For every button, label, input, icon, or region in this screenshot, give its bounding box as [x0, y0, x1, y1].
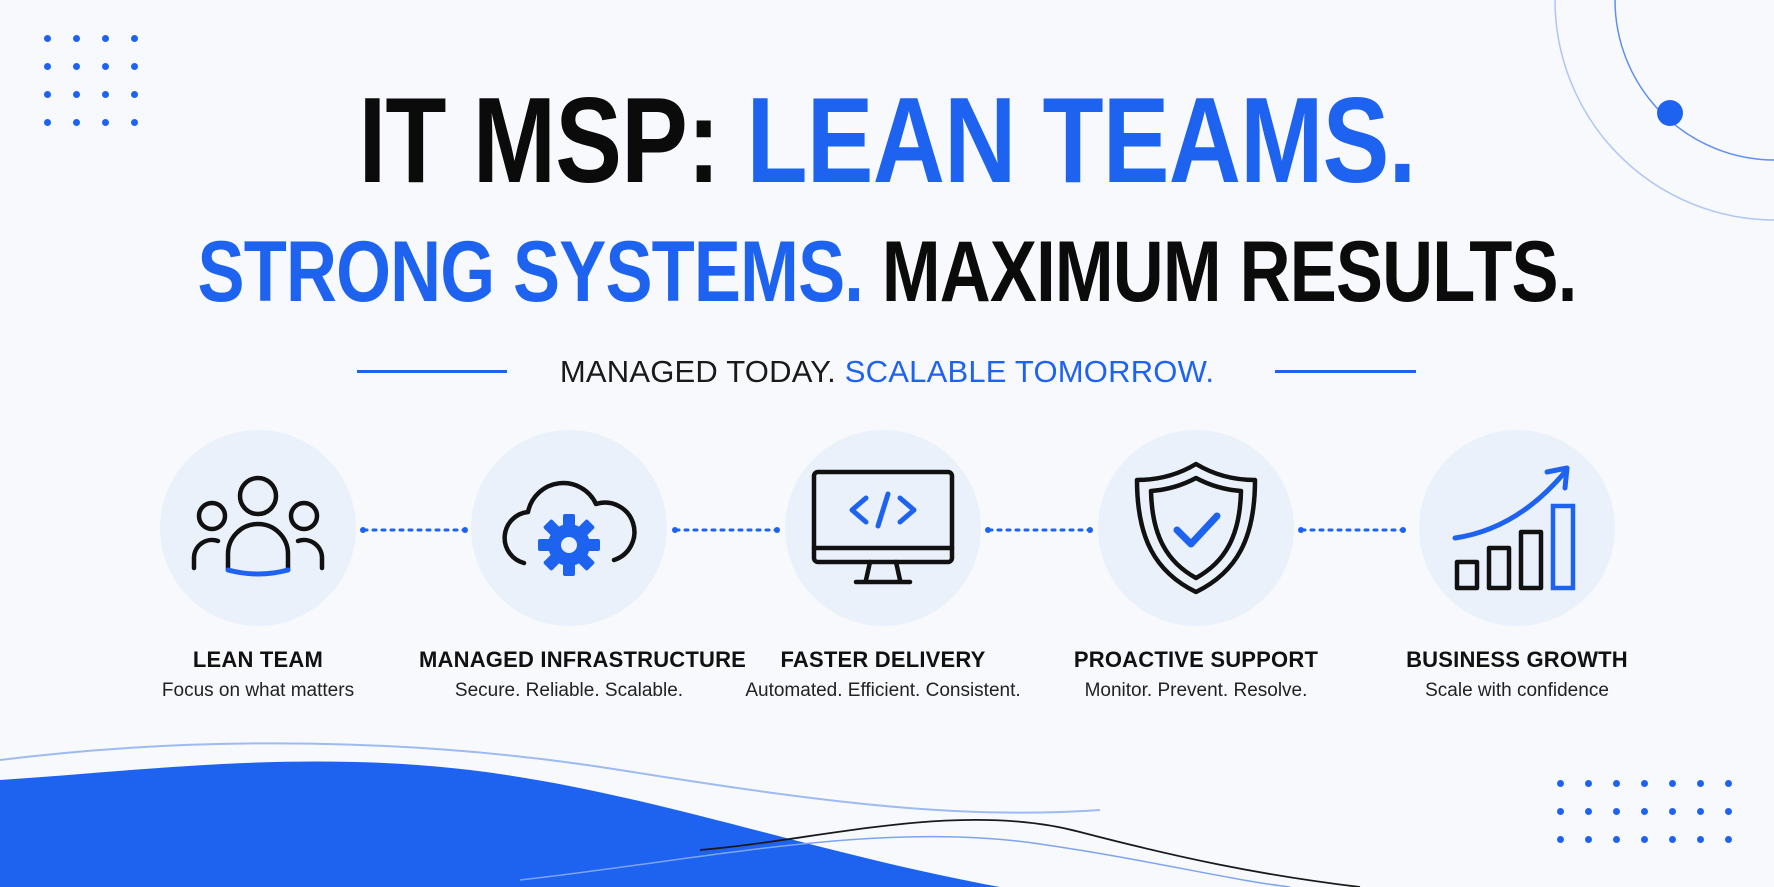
team-icon — [191, 475, 325, 577]
feature-proactive-support: PROACTIVE SUPPORT Monitor. Prevent. Reso… — [1046, 430, 1346, 704]
headline-line-2-blue: STRONG SYSTEMS. — [197, 224, 864, 320]
code-monitor-icon — [811, 469, 955, 585]
decorative-dot-grid-bottom-right — [1557, 780, 1732, 843]
feature-row: LEAN TEAM Focus on what matters — [0, 430, 1774, 720]
feature-subtitle: Monitor. Prevent. Resolve. — [1084, 680, 1308, 701]
headline-line-2: STRONG SYSTEMS. MAXIMUM RESULTS. — [160, 222, 1615, 322]
dotted-connector — [360, 527, 468, 533]
icon-circle — [471, 430, 667, 626]
dotted-connector — [985, 527, 1093, 533]
feature-title: LEAN TEAM — [192, 647, 324, 672]
feature-title: BUSINESS GROWTH — [1406, 647, 1628, 672]
icon-circle — [1098, 430, 1294, 626]
tagline-dark: MANAGED TODAY. — [559, 354, 845, 389]
feature-subtitle: Secure. Reliable. Scalable. — [454, 680, 684, 701]
feature-managed-infrastructure: MANAGED INFRASTRUCTURE Secure. Reliable.… — [419, 430, 747, 704]
feature-title: MANAGED INFRASTRUCTURE — [419, 647, 747, 672]
growth-chart-icon — [1452, 465, 1576, 591]
decorative-waves-bottom — [0, 742, 1361, 887]
feature-lean-team: LEAN TEAM Focus on what matters — [108, 430, 408, 704]
decorative-dot-grid-top-left — [44, 35, 138, 126]
feature-subtitle: Focus on what matters — [161, 680, 355, 701]
feature-subtitle: Scale with confidence — [1425, 680, 1609, 701]
headline-line-1: IT MSP: LEAN TEAMS. — [160, 70, 1615, 210]
icon-circle — [160, 430, 356, 626]
cloud-gear-icon — [502, 480, 637, 576]
feature-subtitle: Automated. Efficient. Consistent. — [745, 680, 1021, 701]
dotted-connector — [672, 527, 780, 533]
feature-business-growth: BUSINESS GROWTH Scale with confidence — [1367, 430, 1667, 704]
tagline-rule-left — [357, 370, 507, 373]
shield-check-icon — [1134, 461, 1258, 595]
tagline-rule-right — [1275, 370, 1416, 373]
icon-circle — [1419, 430, 1615, 626]
dotted-connector — [1298, 527, 1406, 533]
tagline: MANAGED TODAY. SCALABLE TOMORROW. — [0, 352, 1774, 392]
headline-line-1-blue: LEAN TEAMS. — [746, 72, 1416, 208]
feature-title: PROACTIVE SUPPORT — [1073, 647, 1319, 672]
headline-line-2-dark: MAXIMUM RESULTS. — [863, 224, 1577, 320]
tagline-row: MANAGED TODAY. SCALABLE TOMORROW. — [0, 352, 1774, 392]
tagline-blue: SCALABLE TOMORROW. — [844, 354, 1215, 389]
headline-line-1-dark: IT MSP: — [358, 72, 747, 208]
feature-faster-delivery: FASTER DELIVERY Automated. Efficient. Co… — [733, 430, 1033, 704]
decorative-arcs-top-right — [1554, 0, 1774, 221]
icon-circle — [785, 430, 981, 626]
feature-title: FASTER DELIVERY — [780, 647, 986, 672]
